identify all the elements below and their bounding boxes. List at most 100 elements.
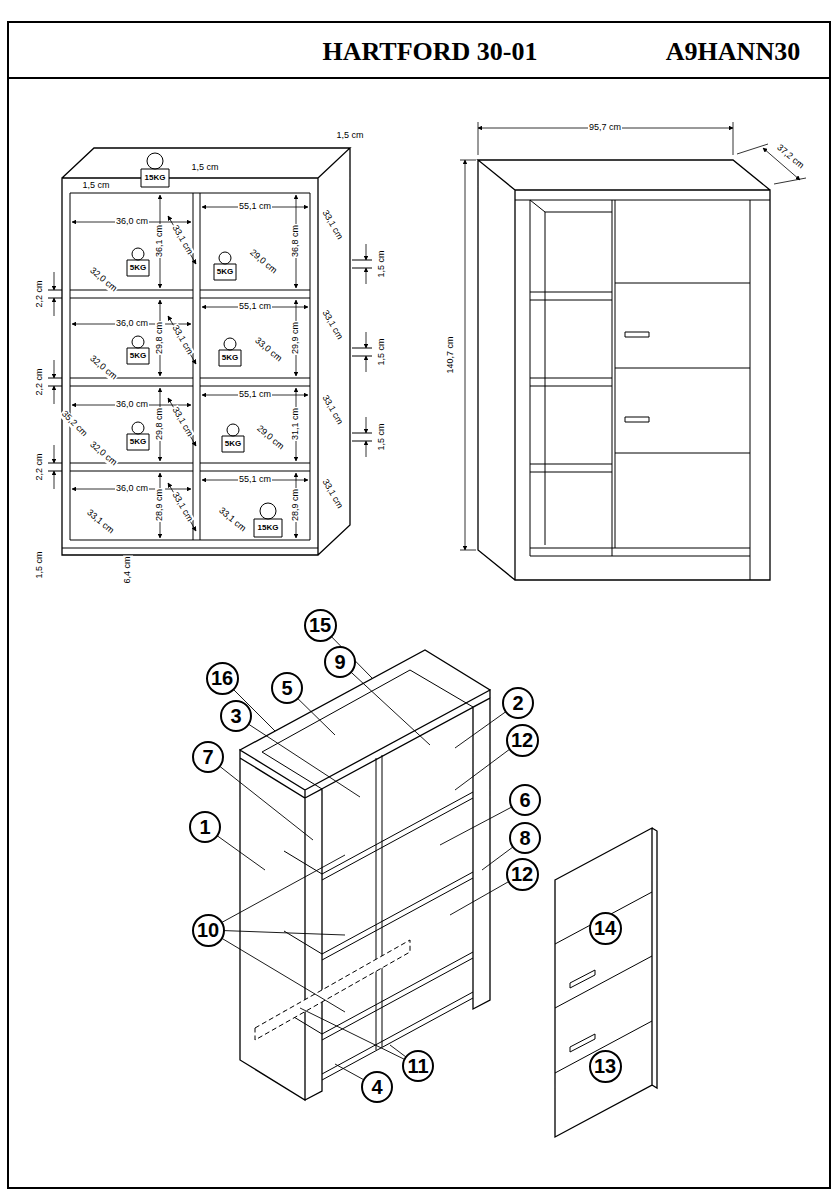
callout-number: 3	[220, 700, 252, 732]
dimension-label: 36,0 cm	[115, 484, 149, 494]
dimension-arrow	[366, 332, 367, 348]
dimension-line	[168, 483, 196, 531]
dimension-label: 2,2 cm	[35, 367, 45, 396]
callout-text: 10	[197, 920, 219, 940]
dimension-label: 140,7 cm	[446, 335, 456, 374]
callout-text: 9	[334, 652, 345, 672]
extension-lines	[460, 122, 806, 550]
dimension-label: 1,5 cm	[190, 163, 219, 173]
callout-text: 12	[511, 730, 533, 750]
dimension-label: 37,2 cm	[774, 142, 806, 171]
dimension-line	[168, 316, 196, 364]
dimension-label: 55,1 cm	[238, 202, 272, 212]
dimension-label: 2,2 cm	[35, 452, 45, 481]
dimension-line	[465, 160, 466, 550]
callout-number: 16	[206, 662, 239, 695]
callout-number: 1	[189, 811, 221, 843]
dimension-arrow	[54, 272, 55, 290]
dimension-label: 6,4 cm	[123, 555, 133, 584]
callout-text: 16	[211, 668, 233, 688]
door-panel	[555, 828, 657, 1137]
weight-label: 5KG	[216, 268, 234, 277]
callout-number: 4	[361, 1071, 393, 1103]
dimension-lines	[54, 195, 366, 538]
callout-text: 3	[230, 706, 241, 726]
dimension-line	[168, 398, 196, 446]
dimension-label: 55,1 cm	[238, 475, 272, 485]
callout-text: 2	[512, 693, 523, 713]
weight-label: 15KG	[144, 174, 167, 183]
dimension-arrow	[54, 298, 55, 316]
dimension-label: 1,5 cm	[335, 131, 364, 141]
dimension-arrow	[54, 386, 55, 404]
dimension-label: 28,9 cm	[155, 488, 165, 522]
callout-number: 6	[509, 784, 541, 816]
dimension-label: 55,1 cm	[238, 302, 272, 312]
callout-number: 10	[192, 914, 225, 947]
leader-lines	[205, 625, 525, 1087]
dimension-label: 1,5 cm	[377, 249, 387, 278]
dimension-label: 95,7 cm	[588, 123, 622, 133]
callout-text: 12	[511, 864, 533, 884]
weight-label: 5KG	[221, 354, 239, 363]
dimension-label: 36,8 cm	[291, 224, 301, 258]
dimension-line	[168, 216, 196, 264]
callout-text: 5	[281, 678, 292, 698]
dimension-label: 1,5 cm	[35, 550, 45, 579]
callout-text: 8	[519, 828, 530, 848]
callout-text: 7	[202, 747, 213, 767]
dimension-label: 36,0 cm	[115, 217, 149, 227]
callout-text: 11	[407, 1056, 428, 1076]
dimension-arrow	[54, 360, 55, 378]
title: HARTFORD 30-01	[322, 38, 537, 67]
dimension-label: 28,9 cm	[291, 488, 301, 522]
door-handles	[570, 970, 595, 1052]
dimension-label: 31,1 cm	[291, 407, 301, 441]
callout-text: 1	[199, 817, 210, 837]
dimension-label: 1,5 cm	[377, 422, 387, 451]
callout-text: 14	[594, 918, 616, 938]
dimension-arrow	[366, 244, 367, 260]
cabinet-outline	[62, 148, 350, 555]
dimension-label: 2,2 cm	[35, 279, 45, 308]
callout-text: 13	[594, 1056, 616, 1076]
door-handles	[625, 332, 649, 422]
weight-label: 5KG	[224, 440, 242, 449]
dimension-label: 29,8 cm	[155, 407, 165, 441]
cabinet-view-details	[515, 200, 770, 580]
dimension-arrow	[366, 441, 367, 457]
dimension-label: 36,0 cm	[115, 400, 149, 410]
dimension-label: 36,1 cm	[155, 224, 165, 258]
callout-number: 9	[324, 646, 356, 678]
dimension-label: 1,5 cm	[81, 181, 110, 191]
dimension-label: 1,5 cm	[377, 337, 387, 366]
callout-number: 7	[192, 741, 224, 773]
door-divisions	[555, 892, 652, 1073]
callout-number: 8	[509, 822, 541, 854]
callout-text: 6	[519, 790, 530, 810]
cabinet-inner-lines	[48, 193, 372, 548]
page-frame	[8, 22, 830, 1188]
callout-number: 5	[271, 672, 303, 704]
plinth-rail	[255, 940, 410, 1040]
weight-label: 5KG	[129, 264, 147, 273]
callout-number: 14	[589, 912, 622, 945]
dimension-arrow	[366, 268, 367, 284]
callout-text: 4	[371, 1077, 382, 1097]
callout-number: 12	[506, 858, 539, 891]
callout-number: 2	[502, 687, 534, 719]
dimension-label: 36,0 cm	[115, 319, 149, 329]
cabinet-view	[478, 160, 770, 580]
dimension-arrow	[366, 356, 367, 372]
carcass-panels	[240, 650, 490, 1100]
callout-number: 15	[304, 609, 337, 642]
weight-label: 5KG	[129, 438, 147, 447]
weight-label: 15KG	[257, 524, 280, 533]
callout-number: 12	[506, 724, 539, 757]
callout-text: 15	[309, 615, 331, 635]
model-code: A9HANN30	[666, 38, 800, 67]
callout-number: 11	[402, 1050, 434, 1082]
dimension-arrow	[54, 445, 55, 463]
